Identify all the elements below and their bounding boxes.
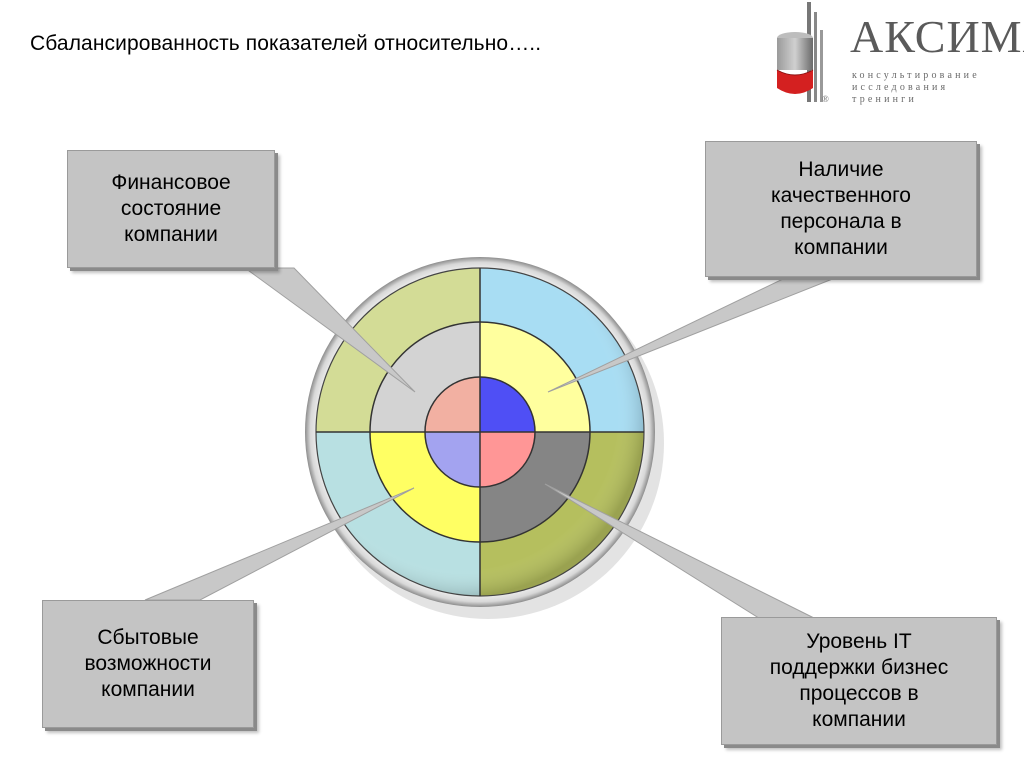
callout-it-line-3: процессов в <box>799 682 919 705</box>
callout-financial-line-3: компании <box>124 223 218 247</box>
callout-it-line-1: Уровень IT <box>806 629 912 653</box>
callout-personnel: Наличие качественного персонала в компан… <box>705 141 977 277</box>
logo-registered-mark: ® <box>822 94 829 104</box>
callout-personnel-line-4: компании <box>794 236 888 260</box>
logo-tagline-3: тренинги <box>852 94 918 105</box>
callout-sales: Сбытовые возможности компании <box>42 600 254 728</box>
callout-personnel-line-1: Наличие <box>798 157 884 181</box>
callout-sales-line-2: возможности <box>84 651 212 675</box>
logo-tagline-2: исследования <box>852 82 949 93</box>
aksima-logo-icon <box>776 2 823 102</box>
callout-pointer-financial <box>243 267 416 393</box>
logo-tagline-1: консультирование <box>852 70 980 81</box>
callout-financial-line-1: Финансовое <box>111 170 231 194</box>
callout-it-line-4: компании <box>812 708 906 732</box>
callout-financial-line-2: состояние <box>120 196 222 220</box>
callout-pointer-personnel <box>547 277 836 393</box>
callout-it-line-2: поддержки бизнес <box>769 655 949 679</box>
callout-personnel-line-3: персонала в <box>780 210 902 233</box>
callout-sales-line-1: Сбытовые <box>97 625 199 649</box>
logo-name: АКСИМА <box>850 11 1024 62</box>
callout-financial: Финансовое состояние компании <box>67 150 275 268</box>
callout-sales-line-3: компании <box>101 678 195 702</box>
slide-title: Сбалансированность показателей относител… <box>30 32 542 55</box>
callout-it: Уровень IT поддержки бизнес процессов в … <box>721 617 997 745</box>
callout-personnel-line-2: качественного <box>771 183 911 207</box>
